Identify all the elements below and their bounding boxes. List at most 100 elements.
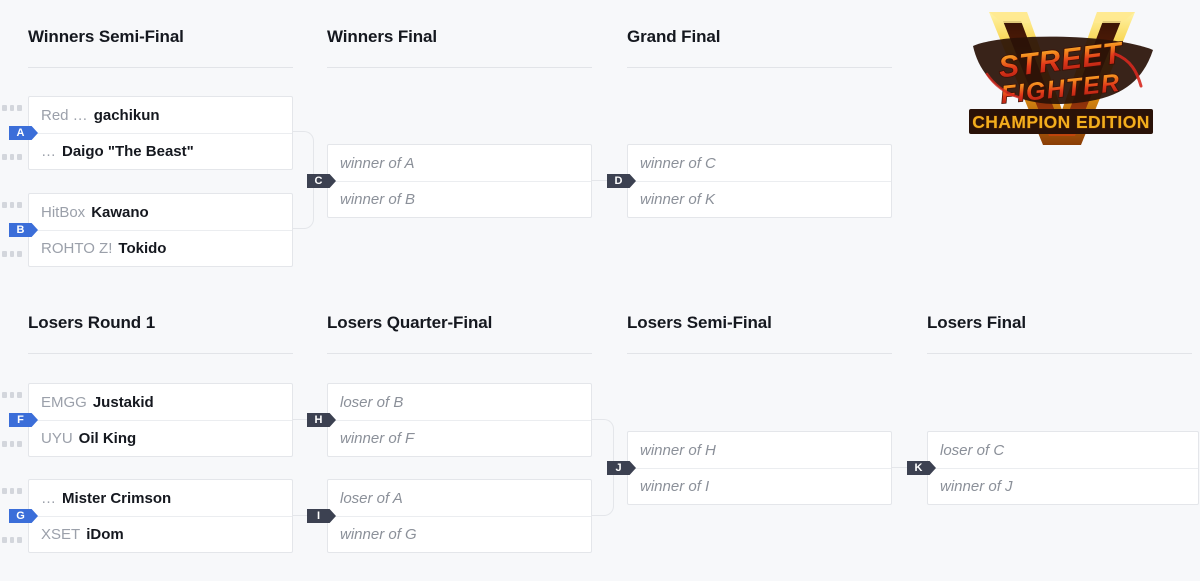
match-J[interactable]: J winner of H winner of I <box>607 431 892 505</box>
match-box[interactable]: winner of H winner of I <box>627 431 892 505</box>
match-slot[interactable]: winner of K <box>628 181 891 217</box>
match-badge-J[interactable]: J <box>607 461 636 475</box>
drag-handle-icon[interactable] <box>2 488 23 495</box>
column-rule <box>927 353 1192 354</box>
slot-sponsor: ROHTO Z! <box>41 240 113 257</box>
match-box[interactable]: winner of A winner of B <box>327 144 592 218</box>
match-slot[interactable]: EMGG Justakid <box>29 384 292 420</box>
match-slot[interactable]: winner of I <box>628 468 891 504</box>
match-badge-D[interactable]: D <box>607 174 636 188</box>
match-slot[interactable]: winner of G <box>328 516 591 552</box>
match-box[interactable]: EMGG Justakid UYU Oil King <box>28 383 293 457</box>
match-badge-I[interactable]: I <box>307 509 336 523</box>
match-slot[interactable]: … Mister Crimson <box>29 480 292 516</box>
match-slot[interactable]: winner of F <box>328 420 591 456</box>
match-box[interactable]: Red … gachikun … Daigo "The Beast" <box>28 96 293 170</box>
column-header-losers-round-1: Losers Round 1 <box>28 313 293 354</box>
slot-sponsor: HitBox <box>41 203 86 221</box>
slot-player-name: Justakid <box>92 393 154 411</box>
column-rule <box>627 353 892 354</box>
column-header-losers-quarter-final: Losers Quarter-Final <box>327 313 592 354</box>
drag-handle-icon[interactable] <box>2 537 23 544</box>
slot-placeholder: winner of A <box>340 154 415 172</box>
column-rule <box>627 67 892 68</box>
match-slot[interactable]: HitBox Kawano <box>29 194 292 230</box>
drag-handle-icon[interactable] <box>2 202 23 209</box>
column-rule <box>327 67 592 68</box>
slot-placeholder: loser of A <box>340 489 403 507</box>
match-A[interactable]: A Red … gachikun … Daigo "The Beast" <box>2 96 293 170</box>
drag-handle-icon[interactable] <box>2 154 23 161</box>
slot-placeholder: winner of K <box>640 191 716 208</box>
match-badge-C[interactable]: C <box>307 174 336 188</box>
slot-player-name: Daigo "The Beast" <box>62 143 194 160</box>
column-header-winners-final: Winners Final <box>327 27 592 68</box>
slot-sponsor: XSET <box>41 526 81 543</box>
column-rule <box>28 67 293 68</box>
match-box[interactable]: loser of C winner of J <box>927 431 1199 505</box>
column-title: Winners Semi-Final <box>28 27 184 46</box>
match-slot[interactable]: loser of A <box>328 480 591 516</box>
slot-player-name: Oil King <box>78 430 137 447</box>
logo-champion-edition-text: CHAMPION EDITION <box>969 109 1153 134</box>
column-rule <box>28 353 293 354</box>
match-slot[interactable]: … Daigo "The Beast" <box>29 133 292 169</box>
match-slot[interactable]: winner of H <box>628 432 891 468</box>
match-badge-F[interactable]: F <box>9 413 38 427</box>
logo-wordmark-backdrop <box>973 36 1153 105</box>
column-title: Winners Final <box>327 27 438 46</box>
slot-sponsor: … <box>41 489 56 507</box>
slot-placeholder: winner of C <box>640 154 716 172</box>
match-badge-A[interactable]: A <box>9 126 38 140</box>
drag-handle-icon[interactable] <box>2 441 23 448</box>
match-slot[interactable]: loser of C <box>928 432 1198 468</box>
column-header-grand-final: Grand Final <box>627 27 892 68</box>
slot-player-name: iDom <box>86 526 124 543</box>
drag-handle-icon[interactable] <box>2 251 23 258</box>
slot-sponsor: UYU <box>41 430 73 447</box>
match-C[interactable]: C winner of A winner of B <box>307 144 592 218</box>
column-title: Grand Final <box>627 27 721 46</box>
match-G[interactable]: G … Mister Crimson XSET iDom <box>2 479 293 553</box>
drag-handle-icon[interactable] <box>2 105 23 112</box>
slot-player-name: Mister Crimson <box>62 489 172 507</box>
match-slot[interactable]: loser of B <box>328 384 591 420</box>
slot-placeholder: winner of F <box>340 430 415 447</box>
column-title: Losers Final <box>927 313 1026 332</box>
match-slot[interactable]: winner of J <box>928 468 1198 504</box>
match-box[interactable]: HitBox Kawano ROHTO Z! Tokido <box>28 193 293 267</box>
match-box[interactable]: loser of A winner of G <box>327 479 592 553</box>
match-box[interactable]: winner of C winner of K <box>627 144 892 218</box>
column-header-losers-final: Losers Final <box>927 313 1192 354</box>
match-slot[interactable]: ROHTO Z! Tokido <box>29 230 292 266</box>
slot-placeholder: winner of B <box>340 191 416 208</box>
match-slot[interactable]: winner of C <box>628 145 891 181</box>
match-B[interactable]: B HitBox Kawano ROHTO Z! Tokido <box>2 193 293 267</box>
match-badge-B[interactable]: B <box>9 223 38 237</box>
match-slot[interactable]: winner of B <box>328 181 591 217</box>
column-title: Losers Quarter-Final <box>327 313 493 332</box>
column-rule <box>327 353 592 354</box>
slot-placeholder: loser of C <box>940 441 1005 459</box>
match-slot[interactable]: XSET iDom <box>29 516 292 552</box>
match-box[interactable]: loser of B winner of F <box>327 383 592 457</box>
match-slot[interactable]: winner of A <box>328 145 591 181</box>
match-badge-K[interactable]: K <box>907 461 936 475</box>
match-I[interactable]: I loser of A winner of G <box>307 479 592 553</box>
slot-placeholder: winner of H <box>640 441 716 459</box>
match-F[interactable]: F EMGG Justakid UYU Oil King <box>2 383 293 457</box>
slot-sponsor: EMGG <box>41 393 87 411</box>
match-slot[interactable]: Red … gachikun <box>29 97 292 133</box>
match-badge-G[interactable]: G <box>9 509 38 523</box>
slot-placeholder: winner of G <box>340 526 417 543</box>
match-H[interactable]: H loser of B winner of F <box>307 383 592 457</box>
match-slot[interactable]: UYU Oil King <box>29 420 292 456</box>
drag-handle-icon[interactable] <box>2 392 23 399</box>
match-badge-H[interactable]: H <box>307 413 336 427</box>
slot-sponsor: Red … <box>41 106 88 124</box>
match-K[interactable]: K loser of C winner of J <box>907 431 1199 505</box>
match-D[interactable]: D winner of C winner of K <box>607 144 892 218</box>
match-box[interactable]: … Mister Crimson XSET iDom <box>28 479 293 553</box>
column-title: Losers Round 1 <box>28 313 156 332</box>
